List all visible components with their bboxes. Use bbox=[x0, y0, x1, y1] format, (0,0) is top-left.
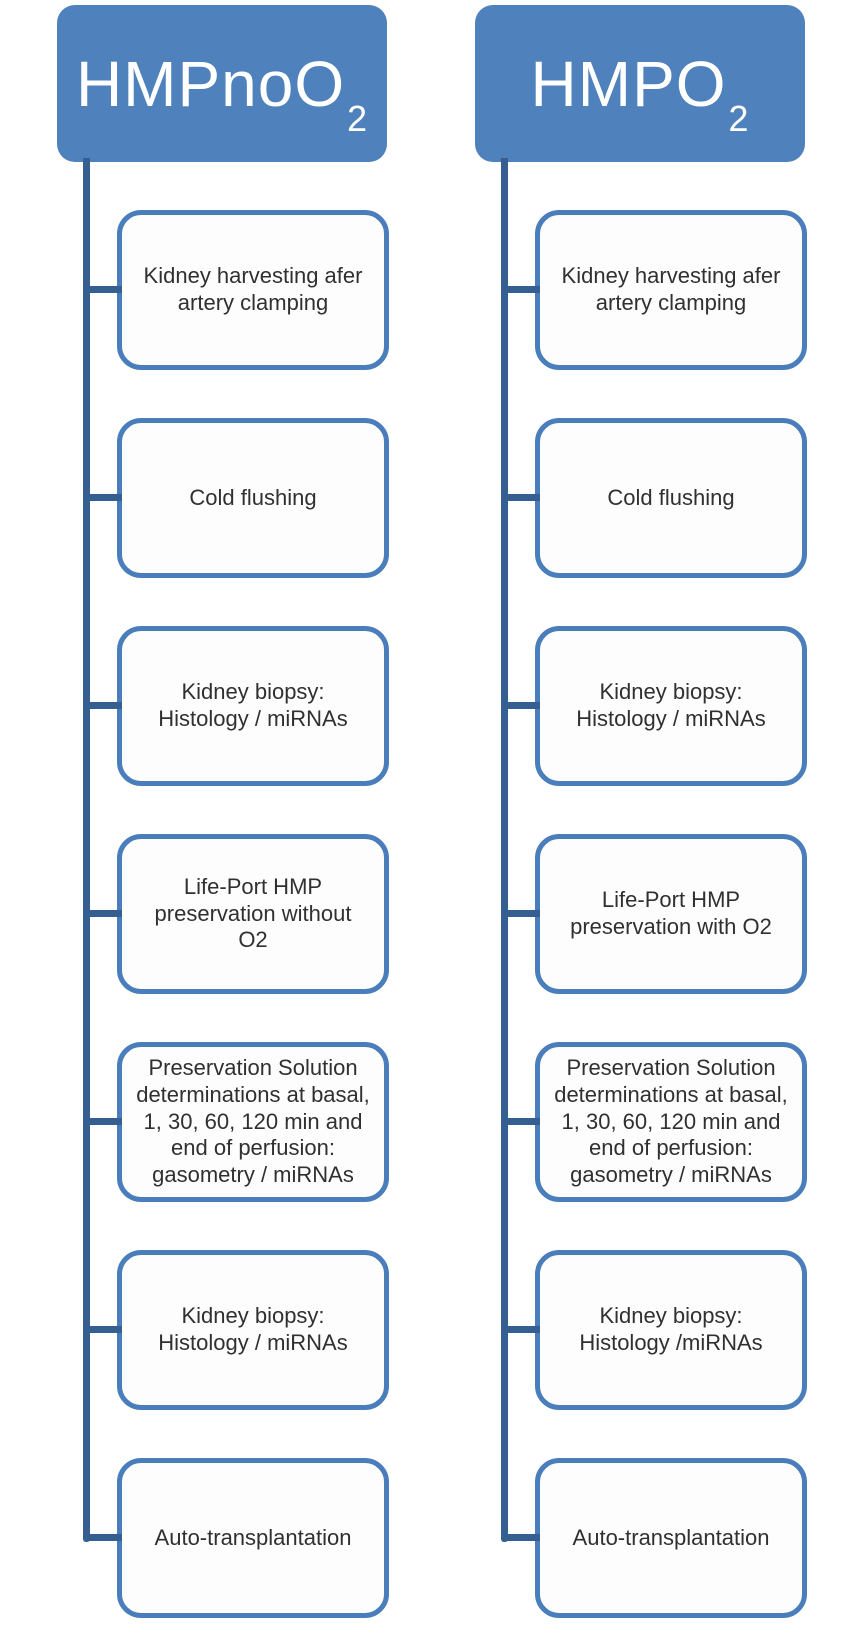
step-box-preservation: Life-Port HMP preservation with O2 bbox=[503, 834, 807, 994]
connector-stub bbox=[503, 286, 540, 293]
step-box-auto-transplantation: Auto-transplantation bbox=[85, 1458, 389, 1618]
connector-stub bbox=[85, 1326, 122, 1333]
step-box-kidney-harvesting: Kidney harvesting afer artery clamping bbox=[85, 210, 389, 370]
step-box-kidney-biopsy-2: Kidney biopsy: Histology /miRNAs bbox=[503, 1250, 807, 1410]
step-label: Kidney biopsy: Histology / miRNAs bbox=[158, 1303, 348, 1355]
step-box-cold-flushing: Cold flushing bbox=[85, 418, 389, 578]
connector-stub bbox=[85, 1118, 122, 1125]
header-subscript: 2 bbox=[347, 99, 369, 139]
connector-stub bbox=[85, 702, 122, 709]
header-title: HMPnoO bbox=[75, 47, 346, 120]
step-label: Auto-transplantation bbox=[572, 1524, 770, 1550]
connector-stub bbox=[85, 494, 122, 501]
step-box-kidney-biopsy-1: Kidney biopsy: Histology / miRNAs bbox=[503, 626, 807, 786]
step-box-kidney-harvesting: Kidney harvesting afer artery clamping bbox=[503, 210, 807, 370]
step-box-preservation: Life-Port HMP preservation without O2 bbox=[85, 834, 389, 994]
step-label: Kidney biopsy: Histology /miRNAs bbox=[579, 1303, 763, 1355]
step-box-kidney-biopsy-2: Kidney biopsy: Histology / miRNAs bbox=[85, 1250, 389, 1410]
connector-stub bbox=[503, 702, 540, 709]
connector-stub bbox=[503, 910, 540, 917]
step-box-solution-determinations: Preservation Solution determinations at … bbox=[503, 1042, 807, 1202]
step-label: Life-Port HMP preservation without O2 bbox=[154, 873, 352, 953]
step-label: Life-Port HMP preservation with O2 bbox=[570, 887, 772, 939]
step-label: Preservation Solution determinations at … bbox=[554, 1054, 788, 1188]
step-label: Preservation Solution determinations at … bbox=[136, 1054, 370, 1188]
step-label: Kidney harvesting afer artery clamping bbox=[561, 263, 781, 315]
step-label: Kidney biopsy: Histology / miRNAs bbox=[158, 679, 348, 731]
connector-stub bbox=[503, 1534, 540, 1541]
connector-stub bbox=[85, 910, 122, 917]
spine-connector bbox=[83, 158, 90, 1542]
connector-stub bbox=[85, 1534, 122, 1541]
spine-connector bbox=[501, 158, 508, 1542]
step-box-kidney-biopsy-1: Kidney biopsy: Histology / miRNAs bbox=[85, 626, 389, 786]
connector-stub bbox=[85, 286, 122, 293]
step-box-auto-transplantation: Auto-transplantation bbox=[503, 1458, 807, 1618]
step-label: Kidney harvesting afer artery clamping bbox=[143, 263, 363, 315]
header-title: HMPO bbox=[530, 47, 727, 120]
step-box-solution-determinations: Preservation Solution determinations at … bbox=[85, 1042, 389, 1202]
step-label: Kidney biopsy: Histology / miRNAs bbox=[576, 679, 766, 731]
step-label: Auto-transplantation bbox=[154, 1524, 352, 1550]
connector-stub bbox=[503, 494, 540, 501]
connector-stub bbox=[503, 1118, 540, 1125]
header-subscript: 2 bbox=[728, 99, 750, 139]
step-label: Cold flushing bbox=[607, 484, 735, 510]
step-box-cold-flushing: Cold flushing bbox=[503, 418, 807, 578]
step-label: Cold flushing bbox=[189, 484, 317, 510]
connector-stub bbox=[503, 1326, 540, 1333]
